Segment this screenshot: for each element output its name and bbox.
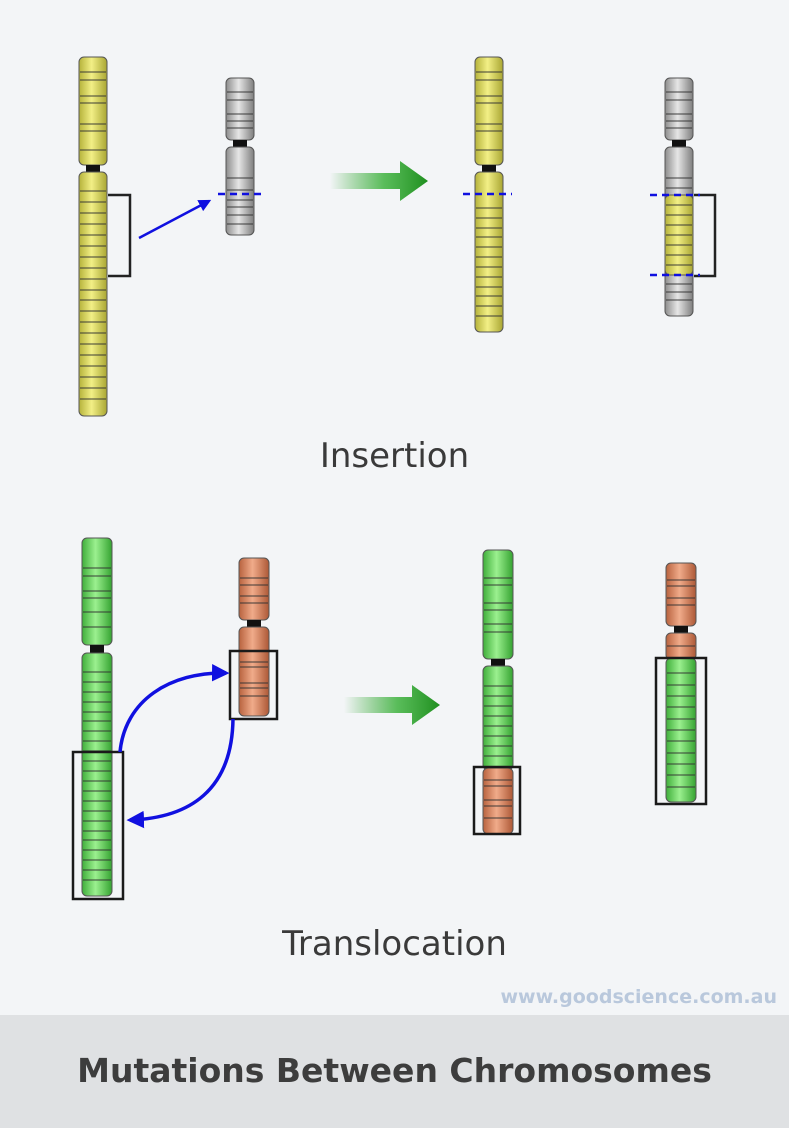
green-chromosome-2-p-arm-body	[482, 549, 514, 660]
mutation-diagram	[71, 56, 717, 901]
green-chromosome-2-centromere	[491, 659, 505, 666]
process-arrow-insertion	[330, 161, 428, 201]
salmon-chromosome-1-p-arm	[238, 557, 270, 621]
insertion-arrow	[138, 199, 212, 240]
yellow-chromosome-2-p-arm-body	[474, 56, 504, 166]
gray-chromosome-1-centromere	[233, 140, 247, 147]
gray-chromosome-2-p-arm-body	[664, 77, 694, 141]
yellow-chromosome-1-centromere	[86, 165, 100, 172]
footer-title: Mutations Between Chromosomes	[77, 1051, 712, 1090]
yellow-chromosome-1-q-arm-body	[78, 171, 108, 417]
green-chromosome-2-q-arm-body	[482, 665, 514, 771]
salmon-chromosome-2-p-arm	[665, 562, 697, 627]
salmon-chromosome-1-q-arm	[238, 626, 270, 717]
green-chromosome-1-q-arm	[81, 652, 113, 897]
gray-chromosome-2-centromere	[672, 140, 686, 147]
translocated-salmon-segment-body	[482, 767, 514, 835]
salmon-chromosome-1-q-arm-body	[238, 626, 270, 717]
gray-chromosome-2-p-arm	[664, 77, 694, 141]
salmon-chromosome-2-centromere	[674, 626, 688, 633]
green-chromosome-1-q-arm-body	[81, 652, 113, 897]
swap-arrow-up	[118, 664, 230, 753]
footer-bar: Mutations Between Chromosomes	[0, 1015, 789, 1128]
green-chromosome-1-centromere	[90, 645, 104, 653]
exchange-box-green-after	[654, 656, 708, 806]
green-chromosome-2-q-arm	[482, 665, 514, 771]
exchange-box-salmon-before	[228, 649, 279, 721]
segment-bracket-1	[108, 193, 132, 278]
yellow-chromosome-2-p-arm	[474, 56, 504, 166]
gray-chromosome-1-p-arm	[225, 77, 255, 141]
salmon-chromosome-2-p-arm-body	[665, 562, 697, 627]
yellow-chromosome-1-q-arm	[78, 171, 108, 417]
translocated-salmon-segment	[482, 767, 514, 835]
translocated-green-segment	[665, 657, 697, 803]
translocation-label: Translocation	[282, 924, 507, 964]
salmon-chromosome-1-centromere	[247, 620, 261, 627]
salmon-chromosome-1-p-arm-body	[238, 557, 270, 621]
salmon-chromosome-2-q-arm	[665, 632, 697, 661]
yellow-chromosome-1-p-arm	[78, 56, 108, 166]
yellow-chromosome-2-q-arm	[474, 171, 504, 333]
exchange-box-salmon-after	[472, 765, 522, 836]
green-chromosome-1-p-arm	[81, 537, 113, 646]
insertion-label: Insertion	[319, 436, 470, 476]
yellow-chromosome-2-centromere	[482, 165, 496, 172]
exchange-box-green-before	[71, 750, 125, 901]
swap-arrow-down	[126, 718, 235, 829]
watermark: www.goodscience.com.au	[500, 986, 777, 1008]
gray-chromosome-1-p-arm-body	[225, 77, 255, 141]
gray-chromosome-1-q-arm	[225, 146, 255, 236]
segment-bracket-2	[694, 193, 717, 278]
yellow-chromosome-1-p-arm-body	[78, 56, 108, 166]
gray-chromosome-1-q-arm-body	[225, 146, 255, 236]
inserted-yellow-segment	[664, 194, 694, 276]
process-arrow-translocation	[344, 685, 440, 725]
yellow-chromosome-2-q-arm-body	[474, 171, 504, 333]
green-chromosome-2-p-arm	[482, 549, 514, 660]
